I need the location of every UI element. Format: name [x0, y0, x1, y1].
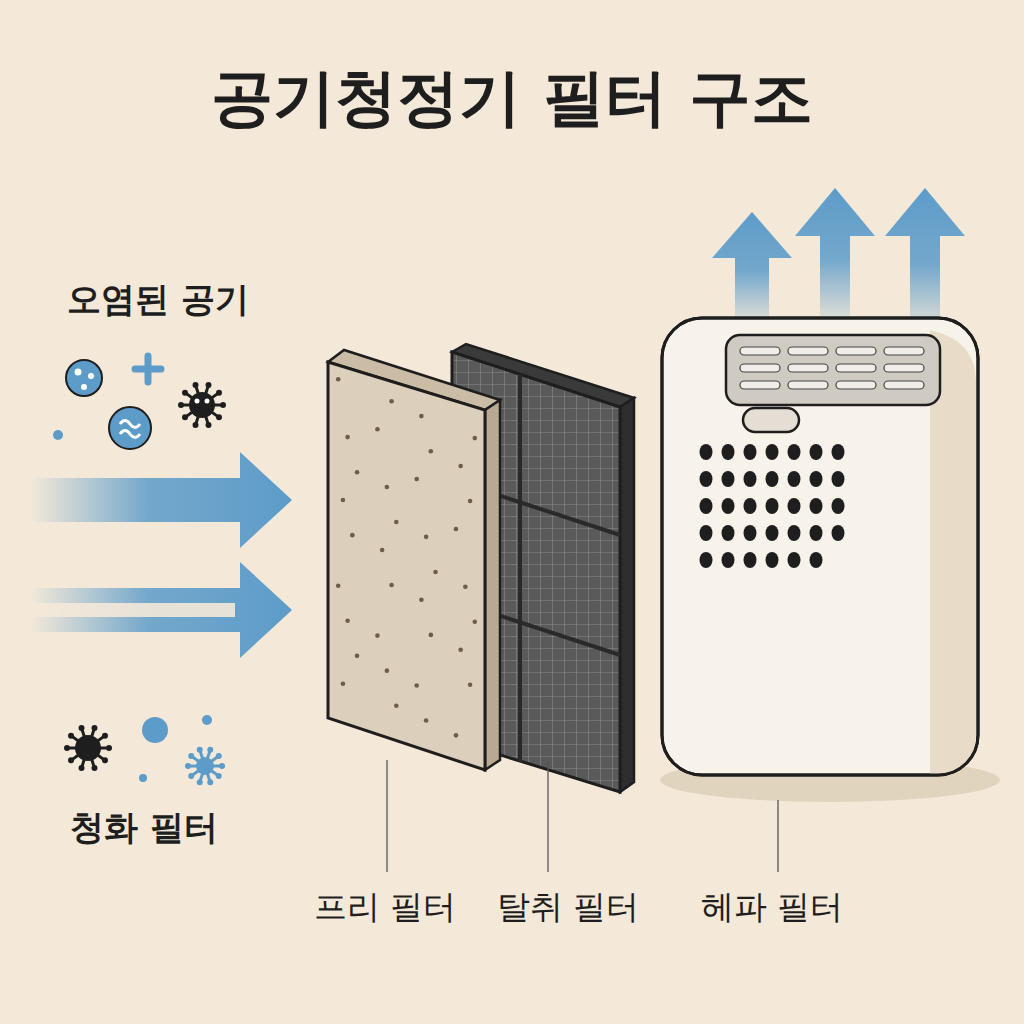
part-label: 오염된 공기 [67, 280, 249, 319]
airflow-arrow [30, 452, 292, 548]
part-label: 프리 필터 [314, 888, 457, 926]
airflow-arrow [30, 562, 292, 658]
leader-lines [387, 760, 778, 872]
arrow-inner [30, 603, 235, 617]
pre-filter [328, 350, 500, 770]
particles [53, 356, 226, 785]
part-label: 헤파 필터 [701, 888, 844, 926]
part-label: 탈취 필터 [497, 888, 640, 926]
air-purifier [660, 318, 1000, 802]
diagram-title: 공기청정기 필터 구조 [211, 62, 812, 133]
part-label: 청화 필터 [70, 808, 218, 847]
